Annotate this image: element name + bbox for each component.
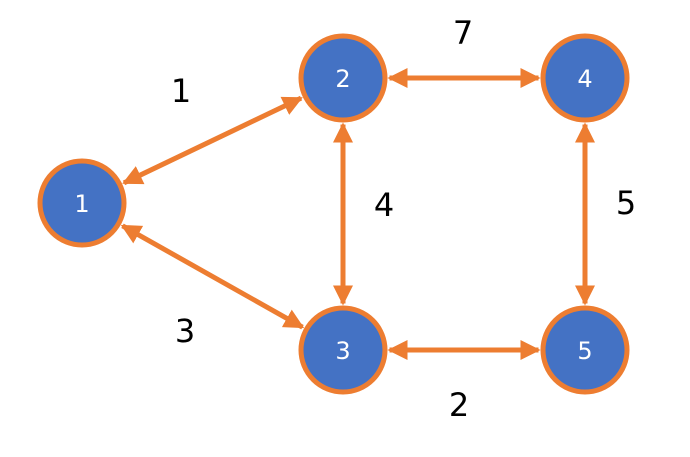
edge-labels: 1 3 4 7 2 5 xyxy=(171,14,636,424)
node-label-3: 3 xyxy=(335,337,350,365)
nodes: 1 2 3 4 5 xyxy=(37,33,630,395)
node-label-4: 4 xyxy=(577,65,592,93)
edge-weight-2-4: 7 xyxy=(453,14,473,52)
node-3: 3 xyxy=(298,305,388,395)
edge-weight-4-5: 5 xyxy=(616,184,636,222)
node-label-1: 1 xyxy=(74,190,89,218)
edge-weight-3-5: 2 xyxy=(449,386,469,424)
edge-weight-1-2: 1 xyxy=(171,72,191,110)
edges xyxy=(120,68,595,360)
edge-1-3 xyxy=(120,223,305,330)
edge-weight-1-3: 3 xyxy=(175,312,195,350)
node-label-2: 2 xyxy=(335,65,350,93)
edge-1-2 xyxy=(122,95,303,186)
node-1: 1 xyxy=(37,158,127,248)
node-2: 2 xyxy=(298,33,388,123)
edge-weight-2-3: 4 xyxy=(374,186,394,224)
node-4: 4 xyxy=(540,33,630,123)
node-label-5: 5 xyxy=(577,337,592,365)
node-5: 5 xyxy=(540,305,630,395)
